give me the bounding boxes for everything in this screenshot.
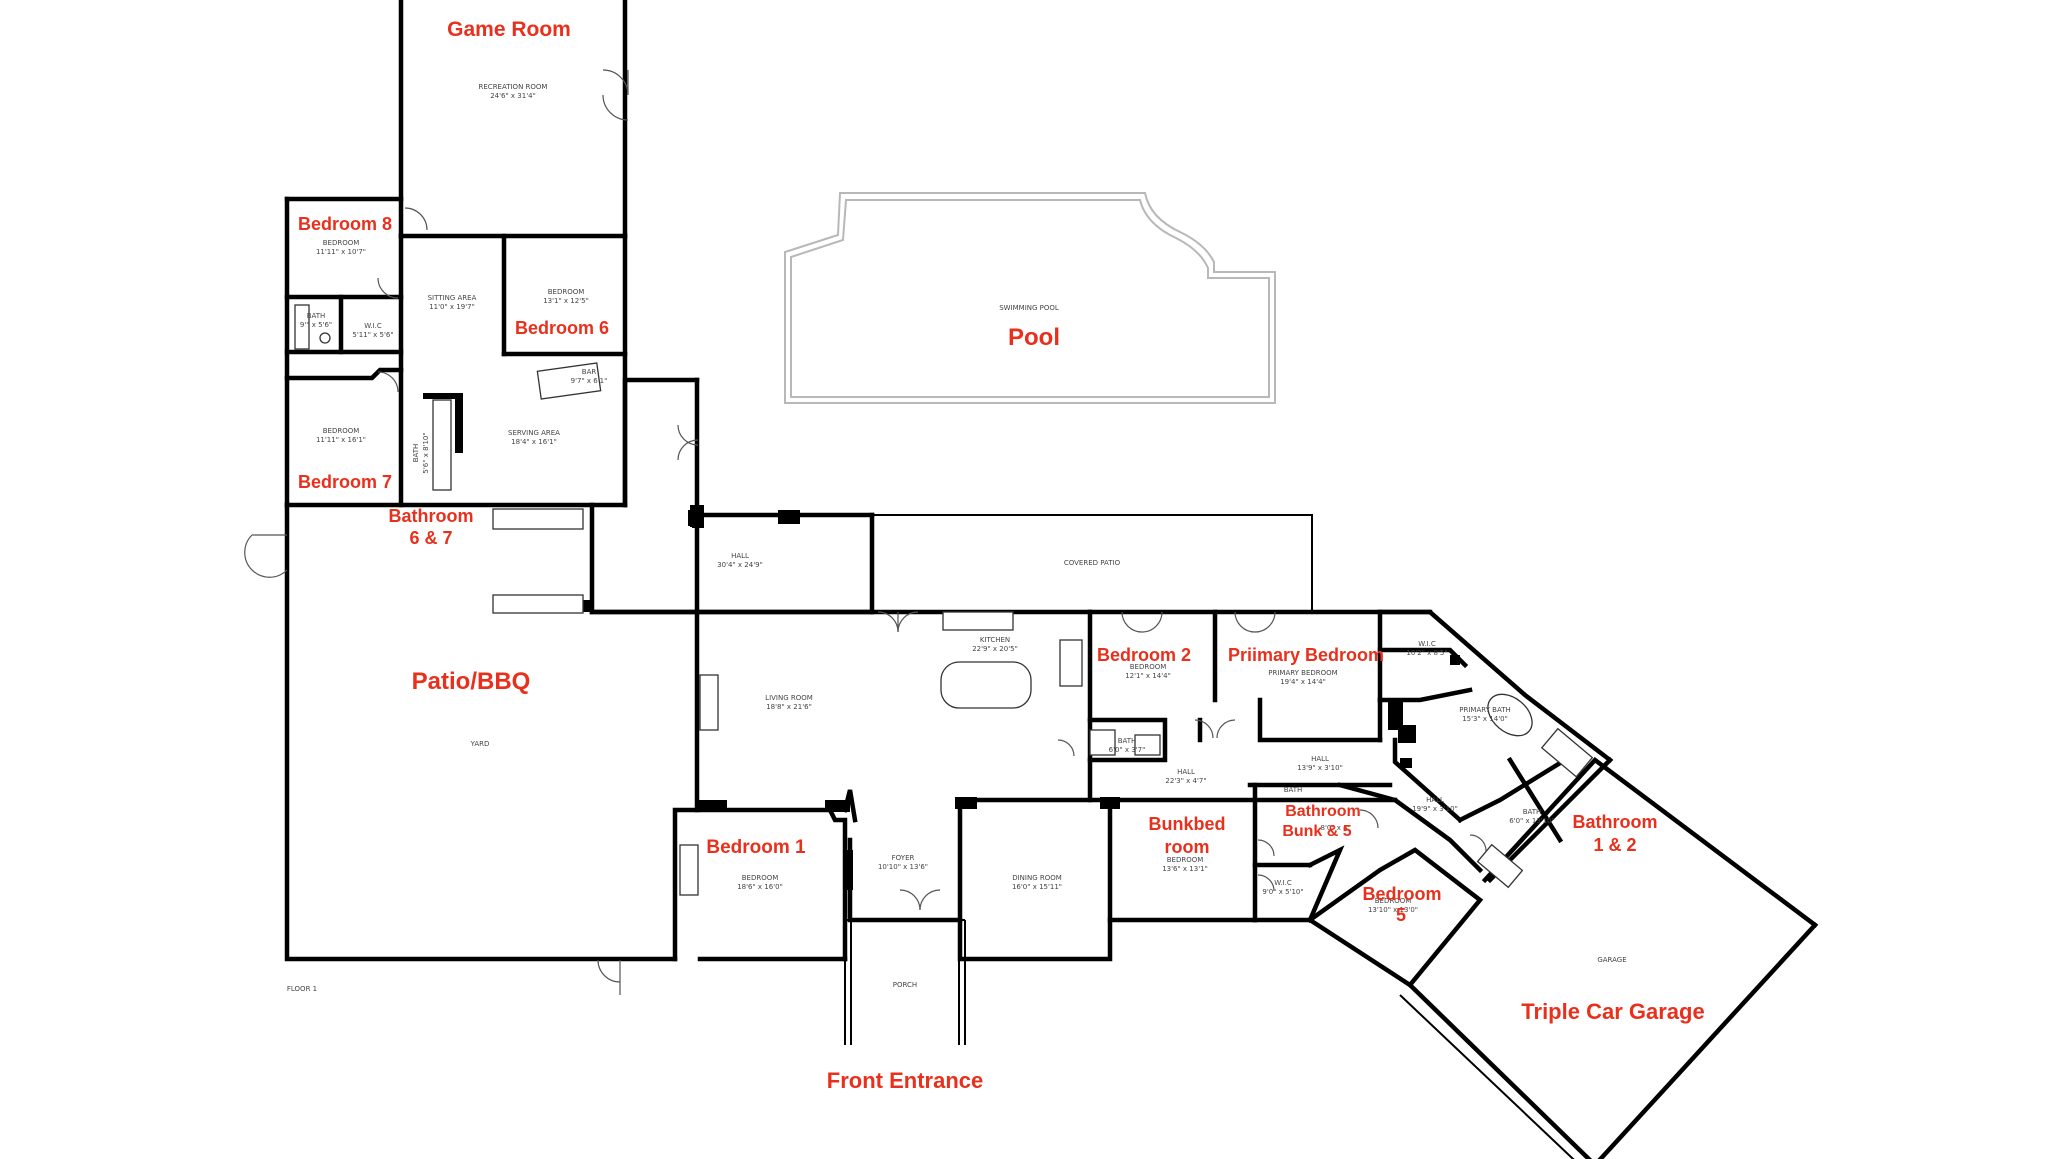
hall-a-name: HALL	[1177, 768, 1195, 776]
bath-8-name: BATH	[307, 312, 326, 320]
bunkbed-room-name: BEDROOM	[1167, 856, 1204, 864]
bedroom-2-label: Bedroom 2	[1097, 645, 1191, 665]
floor-label: FLOOR 1	[287, 985, 317, 993]
hall-a-dims: 22'3" x 4'7"	[1165, 777, 1206, 785]
bedroom-2-name: BEDROOM	[1130, 663, 1167, 671]
hall-c-dims: 19'9" x 3'10"	[1412, 805, 1458, 813]
porch-name: PORCH	[893, 981, 917, 989]
room-dimension-labels: RECREATION ROOM 24'6" x 31'4" BEDROOM 11…	[287, 83, 1627, 993]
front-entrance-label: Front Entrance	[827, 1068, 983, 1093]
foyer-name: FOYER	[892, 854, 915, 862]
bath-bunk-dims: 8'0" x 4'	[1320, 824, 1349, 832]
hall-main-name: HALL	[731, 552, 749, 560]
bath-67-name: BATH	[412, 444, 420, 463]
hall-main-dims: 30'4" x 24'9"	[717, 561, 763, 569]
pool-label: Pool	[1008, 324, 1060, 351]
bedroom-8-dims: 11'11" x 10'7"	[316, 248, 366, 256]
bar-dims: 9'7" x 6'1"	[571, 377, 608, 385]
living-room-dims: 18'8" x 21'6"	[766, 703, 812, 711]
bedroom-1-name: BEDROOM	[742, 874, 779, 882]
wic-bunk-name: W.I.C	[1274, 879, 1292, 887]
bedroom-7-label: Bedroom 7	[298, 472, 392, 492]
bath-67-dims: 5'6" x 8'10"	[422, 432, 430, 473]
triple-car-garage-label: Triple Car Garage	[1521, 999, 1704, 1024]
bedroom-5-dims: 13'10" x 13'0"	[1368, 906, 1418, 914]
kitchen-dims: 22'9" x 20'5"	[972, 645, 1018, 653]
foyer-dims: 10'10" x 13'6"	[878, 863, 928, 871]
sitting-area-dims: 11'0" x 19'7"	[429, 303, 475, 311]
bathroom-12-label-line1: Bathroom	[1573, 812, 1658, 832]
bunkbed-room-label-line1: Bunkbed	[1148, 814, 1225, 834]
hall-b-name: HALL	[1311, 755, 1329, 763]
serving-area-name: SERVING AREA	[508, 429, 560, 437]
bathroom-67-label-line2: 6 & 7	[409, 528, 452, 548]
primary-bath-dims: 15'3" x 14'0"	[1462, 715, 1508, 723]
room-labels: Game Room Bedroom 8 Bedroom 6 Pool Bedro…	[298, 18, 1705, 1093]
bedroom-5-name: BEDROOM	[1375, 897, 1412, 905]
recreation-room-dims: 24'6" x 31'4"	[490, 92, 536, 100]
bath-1-dims: 6'0" x 13'10"	[1509, 817, 1555, 825]
bedroom-2-dims: 12'1" x 14'4"	[1125, 672, 1171, 680]
bathroom-67-label-line1: Bathroom	[389, 506, 474, 526]
walls	[284, 0, 1819, 1159]
bedroom-5-label-line2: 5	[1396, 905, 1406, 925]
dining-room-dims: 16'0" x 15'11"	[1012, 883, 1062, 891]
covered-patio-name: COVERED PATIO	[1064, 559, 1121, 567]
bedroom-1-label: Bedroom 1	[706, 837, 806, 858]
game-room-label: Game Room	[447, 18, 571, 41]
bedroom-1-dims: 18'6" x 16'0"	[737, 883, 783, 891]
patio-bbq-label: Patio/BBQ	[412, 668, 531, 695]
recreation-room-name: RECREATION ROOM	[479, 83, 548, 91]
wic-bunk-dims: 9'0" x 5'10"	[1262, 888, 1303, 896]
garage-name: GARAGE	[1597, 956, 1626, 964]
doors	[244, 69, 1487, 995]
bath-2-name: BATH	[1118, 737, 1137, 745]
bar-name: BAR	[582, 368, 597, 376]
wic-8-dims: 5'11" x 5'6"	[352, 331, 393, 339]
bathroom-bunk5-label-line2: Bunk & 5	[1282, 823, 1351, 840]
hall-b-dims: 13'9" x 3'10"	[1297, 764, 1343, 772]
yard-name: YARD	[470, 740, 490, 748]
bunkbed-room-label-line2: room	[1165, 837, 1210, 857]
bedroom-7-name: BEDROOM	[323, 427, 360, 435]
bedroom-6-name: BEDROOM	[548, 288, 585, 296]
primary-wic-dims: 10'2" x 8'5"	[1406, 649, 1447, 657]
bedroom-6-dims: 13'1" x 12'5"	[543, 297, 589, 305]
living-room-name: LIVING ROOM	[765, 694, 813, 702]
serving-area-dims: 18'4" x 16'1"	[511, 438, 557, 446]
swimming-pool-name: SWIMMING POOL	[999, 304, 1059, 312]
bedroom-7-dims: 11'11" x 16'1"	[316, 436, 366, 444]
primary-bath-name: PRIMARY BATH	[1459, 706, 1510, 714]
wall-columns	[423, 393, 1460, 890]
bath-8-dims: 9'" x 5'6"	[300, 321, 332, 329]
pool-outline	[784, 192, 1276, 404]
bedroom-5-label-line1: Bedroom	[1362, 884, 1441, 904]
primary-bedroom-name: PRIMARY BEDROOM	[1268, 669, 1337, 677]
fixtures	[294, 304, 1594, 896]
bedroom-8-name: BEDROOM	[323, 239, 360, 247]
bathroom-bunk5-label-line1: Bathroom	[1285, 803, 1361, 820]
primary-bedroom-dims: 19'4" x 14'4"	[1280, 678, 1326, 686]
bunkbed-room-dims: 13'6" x 13'1"	[1162, 865, 1208, 873]
wic-8-name: W.I.C	[364, 322, 382, 330]
bath-1-name: BATH	[1523, 808, 1542, 816]
bedroom-6-label: Bedroom 6	[515, 318, 609, 338]
primary-wic-name: W.I.C	[1418, 640, 1436, 648]
bathroom-12-label-line2: 1 & 2	[1593, 835, 1636, 855]
kitchen-name: KITCHEN	[980, 636, 1010, 644]
bath-bunk-name: BATH	[1284, 786, 1303, 794]
dining-room-name: DINING ROOM	[1012, 874, 1062, 882]
hall-c-name: HALL	[1426, 796, 1444, 804]
bath-2-dims: 6'0" x 3'7"	[1109, 746, 1146, 754]
bedroom-8-label: Bedroom 8	[298, 214, 392, 234]
primary-bedroom-label: Priimary Bedroom	[1228, 645, 1384, 665]
sitting-area-name: SITTING AREA	[428, 294, 477, 302]
